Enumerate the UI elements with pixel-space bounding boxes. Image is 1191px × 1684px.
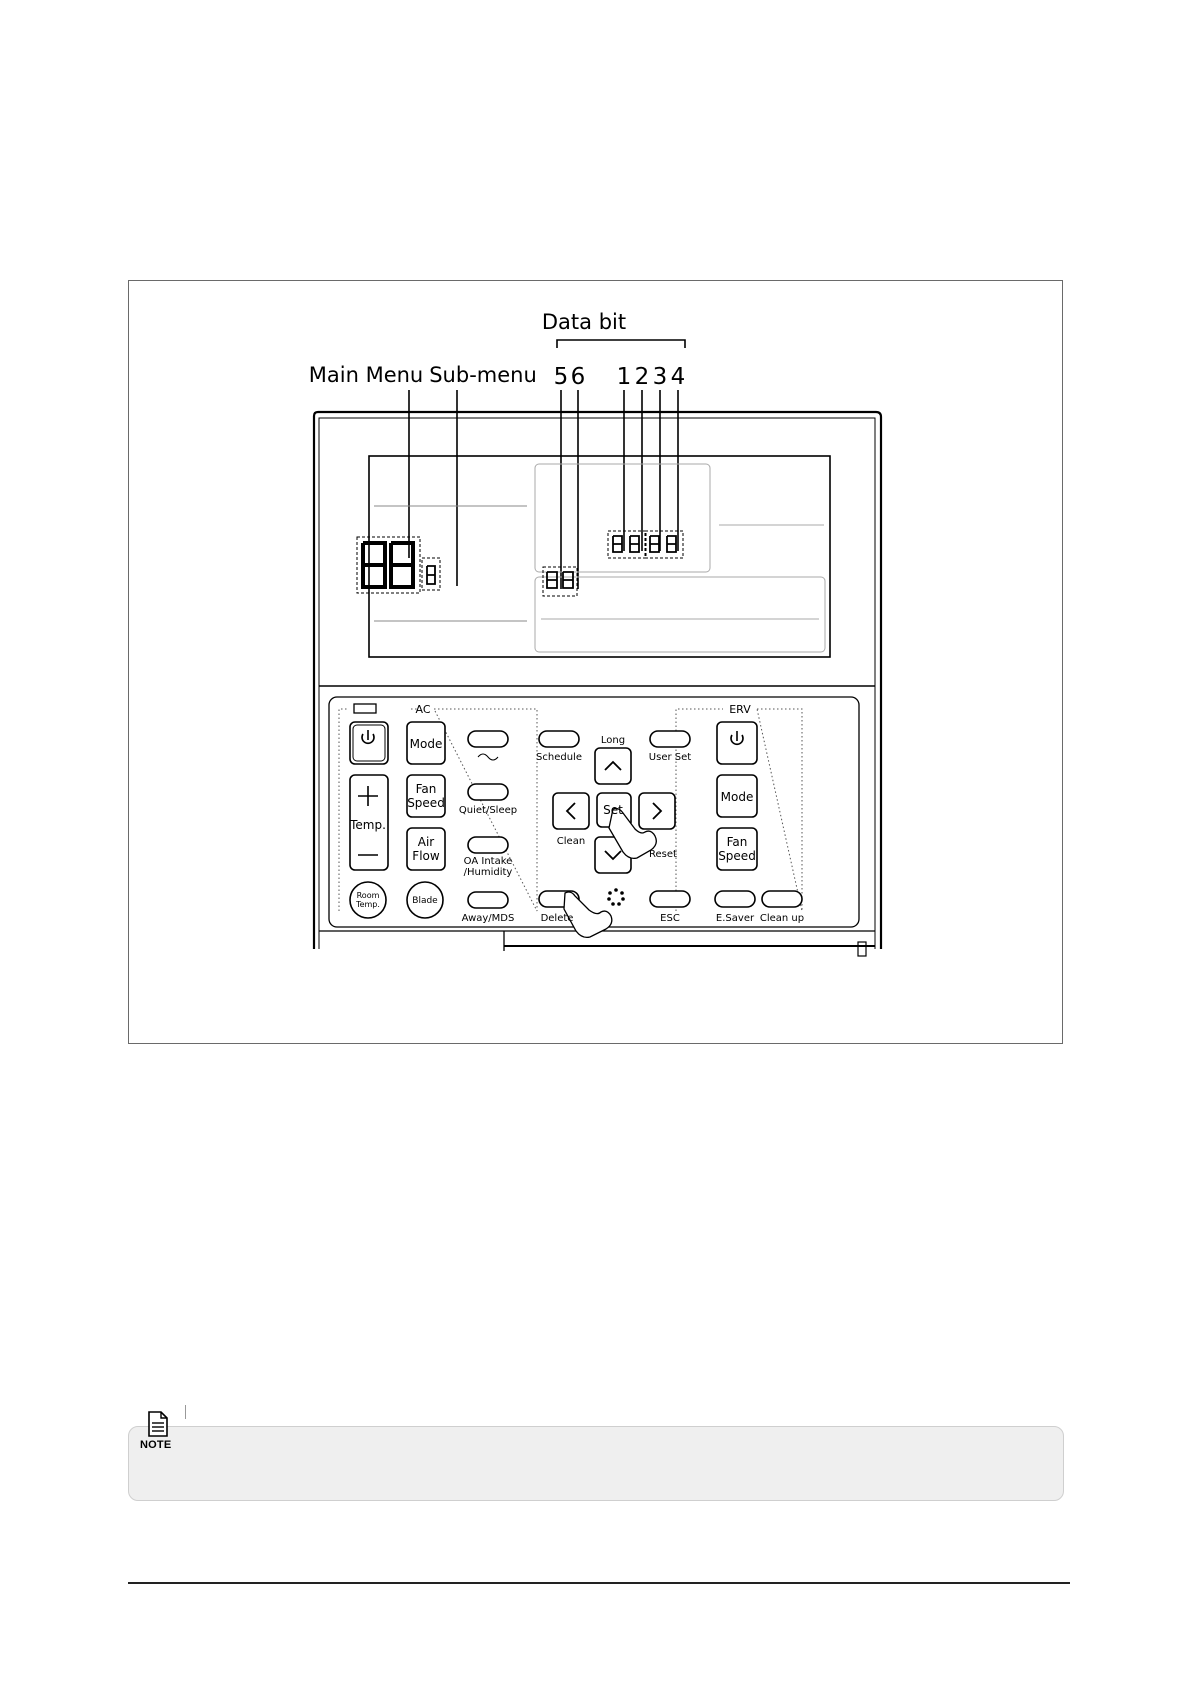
erv-fan-speed-label-2: Speed (718, 849, 756, 863)
data-bit-label: Data bit (542, 310, 626, 334)
note-box (128, 1426, 1064, 1501)
fan-speed-label-1: Fan (416, 782, 437, 796)
wind-icon (478, 754, 498, 760)
air-flow-label-1: Air (418, 835, 435, 849)
clean-up-label: Clean up (760, 913, 804, 924)
clean-up-button[interactable] (762, 891, 802, 907)
reset-label: Reset (649, 849, 677, 860)
note-separator (185, 1405, 186, 1419)
digit-3-label: 3 (653, 364, 668, 390)
delete-label: Delete (541, 913, 574, 924)
schedule-button[interactable] (539, 731, 579, 747)
blade-label: Blade (412, 896, 438, 906)
indicator-lamp (354, 704, 376, 713)
oa-intake-label-1: OA Intake (464, 856, 513, 867)
temp-label: Temp. (349, 818, 386, 832)
footer-rule (128, 1582, 1070, 1584)
digit-6-label: 6 (571, 364, 586, 390)
esc-label: ESC (660, 913, 680, 924)
quiet-sleep-label: Quiet/Sleep (459, 805, 517, 816)
controller-body (314, 412, 881, 956)
clean-label: Clean (557, 836, 585, 847)
erv-power-button[interactable] (717, 722, 757, 764)
long-label: Long (601, 735, 625, 746)
e-saver-label: E.Saver (716, 913, 755, 924)
room-temp-label-2: Temp. (355, 900, 380, 909)
away-mds-label: Away/MDS (462, 913, 515, 924)
away-mds-button[interactable] (468, 892, 508, 908)
ac-group-title: AC (415, 703, 430, 716)
main-menu-label: Main Menu (309, 363, 423, 387)
digit-4-label: 4 (671, 364, 686, 390)
remote-controller-diagram: Data bit Main Menu Sub-menu 5 6 1 2 3 4 … (128, 280, 1063, 1044)
data-bit-bracket (557, 340, 685, 348)
up-button[interactable] (595, 748, 631, 784)
user-set-button[interactable] (650, 731, 690, 747)
ac-mode-label: Mode (410, 737, 443, 751)
lcd-screen (369, 456, 830, 657)
erv-mode-label: Mode (721, 790, 754, 804)
sub-menu-label: Sub-menu (429, 363, 537, 387)
schedule-label: Schedule (536, 752, 582, 763)
erv-fan-speed-label-1: Fan (727, 835, 748, 849)
oa-intake-label-2: /Humidity (464, 867, 513, 878)
digit-5-label: 5 (554, 364, 569, 390)
set-label: Set (603, 803, 623, 817)
fan-speed-label-2: Speed (407, 796, 445, 810)
oa-intake-button[interactable] (468, 837, 508, 853)
air-flow-label-2: Flow (412, 849, 440, 863)
left-button[interactable] (553, 793, 589, 829)
remote-controller-illustration: Data bit Main Menu Sub-menu 5 6 1 2 3 4 … (129, 281, 1064, 1045)
seven-segment-digits (363, 543, 413, 587)
sub-menu-digit-frame (422, 558, 440, 590)
ac-aux-button[interactable] (468, 731, 508, 747)
spinner-dots-icon (607, 888, 625, 906)
erv-group-title: ERV (729, 703, 751, 716)
note-label: NOTE (140, 1439, 171, 1451)
digit-2-label: 2 (635, 364, 650, 390)
esc-button[interactable] (650, 891, 690, 907)
right-button[interactable] (639, 793, 675, 829)
digit-1-label: 1 (617, 364, 632, 390)
e-saver-button[interactable] (715, 891, 755, 907)
quiet-sleep-button[interactable] (468, 784, 508, 800)
room-temp-label-1: Room (357, 891, 380, 900)
user-set-label: User Set (649, 752, 691, 763)
